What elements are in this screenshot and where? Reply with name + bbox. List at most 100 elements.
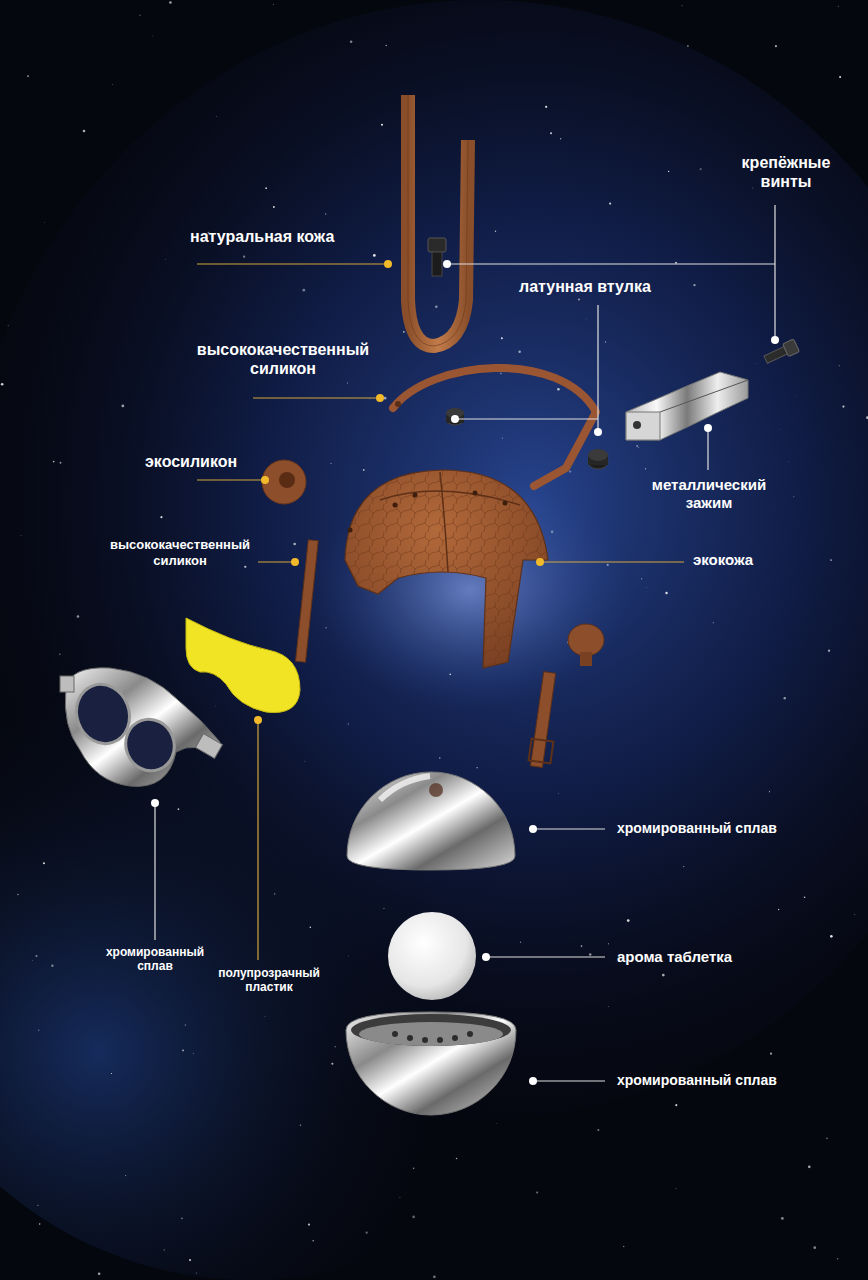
star-dot xyxy=(37,1205,38,1206)
star-dot xyxy=(605,341,606,342)
star-dot xyxy=(854,914,856,916)
star-dot xyxy=(244,566,246,568)
star-dot xyxy=(675,1104,677,1106)
star-dot xyxy=(413,1168,415,1170)
star-dot xyxy=(837,1258,839,1260)
star-dot xyxy=(687,45,689,47)
star-dot xyxy=(348,723,349,724)
star-dot xyxy=(804,896,806,898)
star-dot xyxy=(121,405,124,408)
star-dot xyxy=(330,462,332,464)
star-dot xyxy=(683,866,684,867)
star-dot xyxy=(385,45,386,46)
star-dot xyxy=(495,1123,497,1125)
star-dot xyxy=(17,894,19,896)
star-dot xyxy=(665,592,667,594)
star-dot xyxy=(713,622,714,623)
star-dot xyxy=(178,808,180,810)
star-dot xyxy=(38,1030,39,1031)
star-dot xyxy=(32,959,34,961)
star-dot xyxy=(607,564,609,566)
star-dot xyxy=(808,1166,811,1169)
star-dot xyxy=(551,531,554,534)
star-dot xyxy=(636,445,638,447)
star-dot xyxy=(216,116,218,118)
star-dot xyxy=(189,1259,191,1261)
star-dot xyxy=(501,337,503,339)
star-dot xyxy=(608,1006,610,1008)
star-dot xyxy=(449,674,451,676)
star-dot xyxy=(813,1246,816,1249)
star-dot xyxy=(560,138,562,140)
star-dot xyxy=(756,362,758,364)
star-dot xyxy=(125,1175,126,1176)
star-dot xyxy=(77,615,80,618)
star-dot xyxy=(662,974,665,977)
star-dot xyxy=(830,935,833,938)
star-dot xyxy=(770,1053,772,1055)
star-dot xyxy=(439,757,441,759)
star-dot xyxy=(273,4,274,5)
star-dot xyxy=(181,1217,183,1219)
star-dot xyxy=(1,383,4,386)
star-dot xyxy=(302,289,305,292)
star-dot xyxy=(373,254,376,257)
star-dot xyxy=(502,437,503,438)
part-label: полупрозрачный пластик xyxy=(202,966,336,995)
part-label: натуральная кожа xyxy=(190,227,334,246)
part-label: экосиликон xyxy=(145,452,237,471)
star-dot xyxy=(182,1050,184,1052)
star-dot xyxy=(139,15,140,16)
star-dot xyxy=(495,231,496,232)
star-dot xyxy=(381,124,383,126)
star-dot xyxy=(403,331,405,333)
star-dot xyxy=(476,767,477,768)
star-dot xyxy=(550,132,552,134)
star-dot xyxy=(828,650,830,652)
star-dot xyxy=(243,256,245,258)
star-dot xyxy=(693,284,695,286)
star-dot xyxy=(794,395,796,397)
star-dot xyxy=(185,1024,187,1026)
star-dot xyxy=(778,909,779,910)
star-dot xyxy=(164,1249,166,1251)
star-dot xyxy=(775,45,777,47)
star-dot xyxy=(60,462,62,464)
star-dot xyxy=(399,1196,401,1198)
part-label: высококачественный силикон xyxy=(172,340,394,378)
star-dot xyxy=(111,1073,112,1074)
star-dot xyxy=(435,305,438,308)
star-dot xyxy=(165,258,167,260)
star-dot xyxy=(597,1129,599,1131)
star-dot xyxy=(609,203,611,205)
star-dot xyxy=(51,965,53,967)
star-dot xyxy=(325,213,326,214)
star-dot xyxy=(348,955,350,957)
star-dot xyxy=(589,953,592,956)
star-dot xyxy=(273,206,275,208)
star-dot xyxy=(8,325,9,326)
star-dot xyxy=(557,388,560,391)
star-dot xyxy=(98,1273,101,1276)
part-label: металлический зажим xyxy=(631,476,787,512)
star-dot xyxy=(681,5,683,7)
star-dot xyxy=(363,469,365,471)
star-dot xyxy=(325,627,327,629)
star-dot xyxy=(335,1046,336,1047)
star-dot xyxy=(264,1015,266,1017)
star-dot xyxy=(43,222,45,224)
part-label: высококачественный силикон xyxy=(91,537,269,568)
star-dot xyxy=(412,1216,415,1219)
star-dot xyxy=(43,862,45,864)
star-dot xyxy=(383,908,384,909)
star-dot xyxy=(866,416,868,419)
star-dot xyxy=(152,35,154,37)
star-dot xyxy=(518,350,520,352)
star-dot xyxy=(456,1158,458,1160)
star-dot xyxy=(350,40,353,43)
part-label: латунная втулка xyxy=(519,277,651,296)
part-label: хромированный сплав xyxy=(94,945,216,974)
star-dot xyxy=(645,587,647,589)
star-dot xyxy=(826,1137,828,1139)
